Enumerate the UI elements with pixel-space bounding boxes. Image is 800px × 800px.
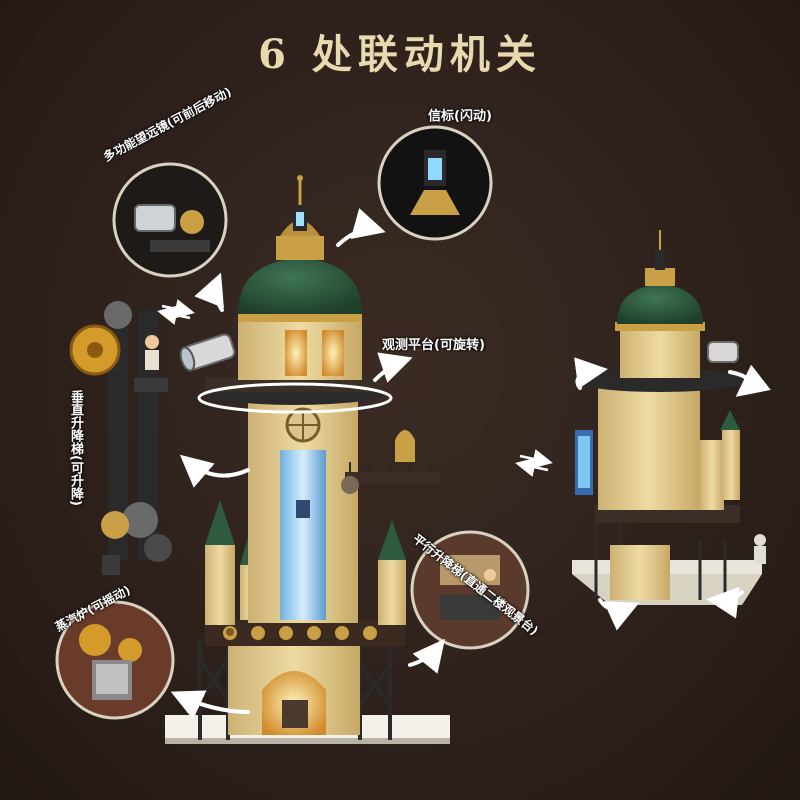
rotation-arrow-icon <box>574 357 608 390</box>
vertical-elevator <box>69 301 172 575</box>
callout-beacon: 信标(闪动) <box>428 109 492 124</box>
double-arrow-icon <box>157 305 191 325</box>
rotation-arrow-icon <box>598 598 640 631</box>
main-tower <box>165 175 450 744</box>
rotated-tower-view <box>572 230 766 605</box>
double-arrow-icon <box>161 299 195 319</box>
callout-vertical-elevator: 垂直升降梯(可升降) <box>68 390 83 506</box>
rotation-arrow-icon <box>706 586 744 619</box>
double-arrow-icon <box>519 449 553 469</box>
callout-platform: 观测平台(可旋转) <box>382 338 485 353</box>
curved-arrow-icon <box>170 690 250 720</box>
rotation-arrow-icon <box>728 364 771 397</box>
page-title: 6 处联动机关 <box>258 31 542 78</box>
double-arrow-icon <box>515 457 549 477</box>
curved-arrow-icon <box>194 272 224 312</box>
curved-arrow-icon <box>336 208 386 247</box>
curved-arrow-icon <box>373 352 413 383</box>
curved-arrow-icon <box>179 454 250 488</box>
curved-arrow-icon <box>408 638 445 674</box>
